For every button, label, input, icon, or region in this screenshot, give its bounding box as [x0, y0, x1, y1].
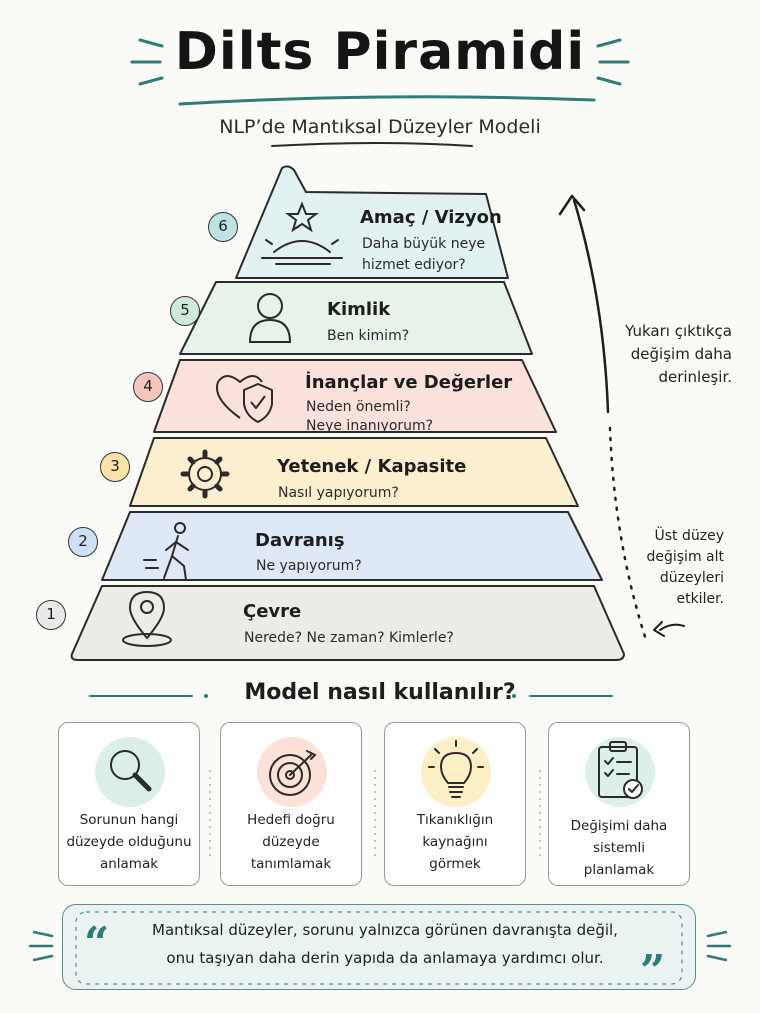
quote-decoration: “ ”: [28, 911, 732, 996]
level-2-desc-1: Ne yapıyorum?: [256, 558, 362, 574]
pyramid-level-3: [129, 437, 579, 507]
lightbulb-icon: [428, 740, 484, 798]
level-1-desc-1: Nerede? Ne zaman? Kimlerle?: [244, 630, 454, 646]
level-number-1: 1: [36, 600, 66, 630]
pyramid-level-2: [101, 511, 603, 581]
use-card-text: Değişimi daha sistemli planlamak: [570, 818, 668, 878]
person-icon: [248, 293, 292, 343]
use-card-2: Hedefi doğru düzeyde tanımlamak: [220, 722, 362, 886]
use-card-text: Hedefi doğru düzeyde tanımlamak: [247, 812, 335, 872]
level-6-desc-2: hizmet ediyor?: [362, 257, 466, 273]
use-card-4: Değişimi daha sistemli planlamak: [548, 722, 690, 886]
level-6-title: Amaç / Vizyon: [360, 207, 502, 228]
star-sunrise-icon: [261, 201, 343, 265]
title-decoration: [130, 38, 630, 147]
level-3-desc-1: Nasıl yapıyorum?: [278, 485, 399, 501]
level-number-6: 6: [208, 212, 238, 242]
close-quote-icon: ”: [640, 946, 665, 996]
level-number-4: 4: [133, 372, 163, 402]
use-card-text: Sorunun hangi düzeyde olduğunu anlamak: [66, 812, 192, 872]
card-separators: [209, 770, 541, 860]
level-number-3: 3: [100, 452, 130, 482]
pyramid-level-4: [153, 359, 557, 433]
level-number-5: 5: [170, 296, 200, 326]
pyramid-diagram: [70, 165, 685, 661]
pyramid-level-5: [179, 281, 533, 355]
clipboard-check-icon: [598, 741, 643, 799]
magnifier-icon: [110, 750, 152, 792]
level-5-desc-1: Ben kimim?: [327, 328, 410, 344]
use-card-1: Sorunun hangi düzeyde olduğunu anlamak: [58, 722, 200, 886]
gear-icon: [180, 449, 230, 499]
walking-person-icon: [143, 522, 189, 581]
level-6-desc-1: Daha büyük neye: [362, 236, 486, 252]
quote-text: Mantıksal düzeyler, sorunu yalnızca görü…: [152, 921, 618, 967]
use-card-3: Tıkanıklığın kaynağını görmek: [384, 722, 526, 886]
section-divider: [89, 694, 613, 698]
pyramid-level-6: [235, 165, 509, 279]
pyramid-level-1: [70, 585, 625, 661]
target-icon: [269, 750, 317, 796]
heart-shield-icon: [216, 375, 273, 423]
level-3-title: Yetenek / Kapasite: [277, 456, 467, 477]
use-card-text: Tıkanıklığın kaynağını görmek: [416, 812, 494, 872]
location-pin-icon: [122, 590, 172, 647]
level-number-2: 2: [68, 527, 98, 557]
level-2-title: Davranış: [255, 530, 345, 551]
upper-note: Yukarı çıktıkça değişim daha derinleşir.: [625, 322, 732, 386]
level-5-title: Kimlik: [327, 299, 391, 320]
upward-arrow: [572, 198, 610, 414]
page-title: Dilts Piramidi: [174, 22, 586, 82]
open-quote-icon: “: [84, 918, 109, 969]
lower-note: Üst düzey değişim alt düzeyleri etkiler.: [646, 528, 724, 607]
level-4-desc-2: Neye inanıyorum?: [306, 418, 434, 434]
level-1-title: Çevre: [243, 601, 302, 622]
page-subtitle: NLP’de Mantıksal Düzeyler Modeli: [219, 116, 541, 138]
downward-dotted-arrow: [608, 426, 648, 642]
level-4-title: İnançlar ve Değerler: [305, 372, 513, 393]
quote-box: [62, 904, 696, 990]
level-4-desc-1: Neden önemli?: [306, 399, 411, 415]
section-title: Model nasıl kullanılır?: [244, 680, 516, 705]
